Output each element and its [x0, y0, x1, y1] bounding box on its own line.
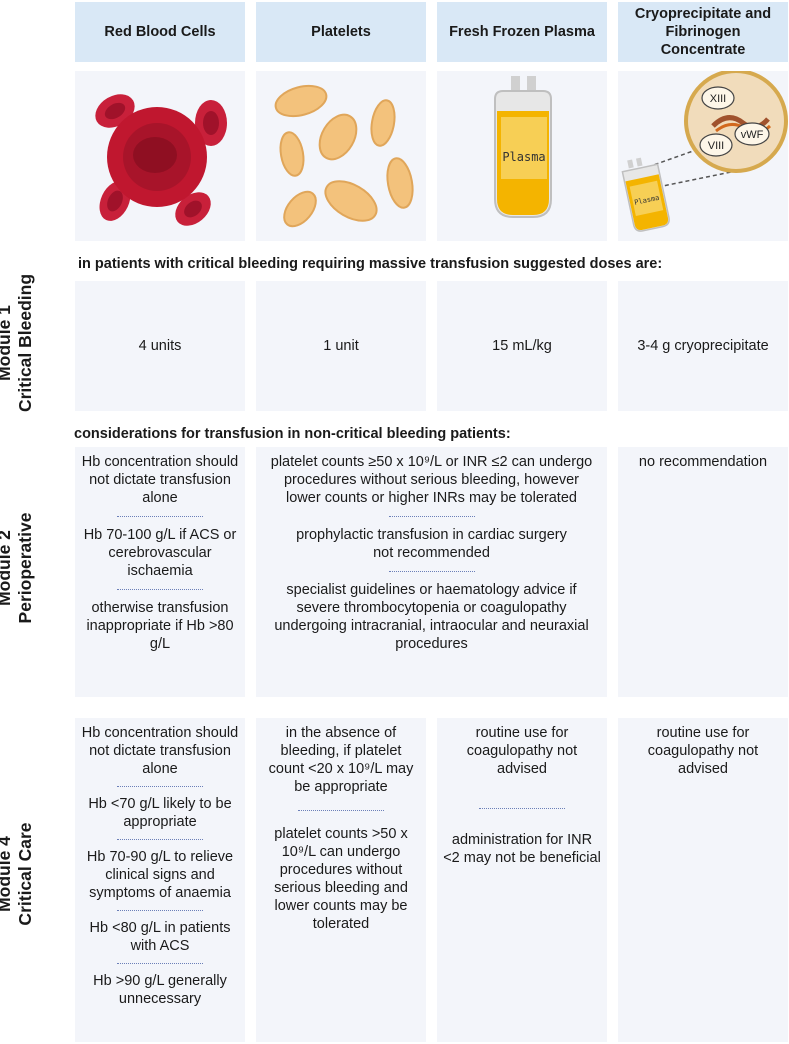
dotted-separator	[117, 786, 203, 787]
column-header-platelets: Platelets	[256, 2, 426, 62]
module-1-platelets-dose: 1 unit	[256, 281, 426, 411]
module-2-rbc-item: Hb concentration should not dictate tran…	[81, 454, 239, 506]
module-1-intro: in patients with critical bleeding requi…	[78, 256, 663, 272]
plasma-bag-label: Plasma	[502, 150, 545, 164]
module-4-rbc-item: Hb >90 g/L generally unnecessary	[93, 973, 227, 1007]
platelets-illustration	[256, 71, 426, 241]
module-2-number: Module 2	[0, 530, 14, 606]
module-4-rbc-item: Hb <80 g/L in patients with ACS	[89, 920, 231, 954]
dotted-separator	[117, 516, 203, 517]
module-4-title: Critical Care	[15, 822, 35, 926]
dotted-separator	[388, 516, 475, 517]
module-1-cryo-dose: 3-4 g cryoprecipitate	[618, 281, 788, 411]
module-4-ffp-item: routine use for coagulopathy not advised	[466, 725, 578, 777]
module-2-platelets-item: prophylactic transfusion in cardiac surg…	[296, 527, 567, 561]
module-2-label: Module 2 Perioperative	[0, 513, 85, 624]
factor-vwf-label: vWF	[741, 129, 764, 141]
column-header-ffp: Fresh Frozen Plasma	[437, 2, 607, 62]
module-2-rbc-item: Hb 70-100 g/L if ACS or cerebrovascular …	[83, 527, 237, 579]
module-1-rbc-dose: 4 units	[75, 281, 245, 411]
module-4-platelets-item: platelet counts >50 x 10⁹/L can undergo …	[274, 826, 408, 932]
module-4-cryo-cell: routine use for coagulopathy not advised	[618, 718, 788, 1042]
column-header-rbc: Red Blood Cells	[75, 2, 245, 62]
dotted-separator	[117, 963, 203, 964]
module-2-rbc-cell: Hb concentration should not dictate tran…	[75, 447, 245, 697]
module-4-rbc-item: Hb concentration should not dictate tran…	[81, 725, 239, 777]
module-4-cryo-text: routine use for coagulopathy not advised	[647, 725, 759, 777]
module-4-ffp-cell: routine use for coagulopathy not advised…	[437, 718, 607, 1042]
module-2-platelets-item: platelet counts ≥50 x 10⁹/L or INR ≤2 ca…	[270, 454, 593, 506]
dotted-separator	[117, 839, 203, 840]
module-2-cryo-cell: no recommendation	[618, 447, 788, 697]
dotted-separator	[388, 571, 475, 572]
module-2-platelets-plasma-cell: platelet counts ≥50 x 10⁹/L or INR ≤2 ca…	[256, 447, 607, 697]
module-4-label: Module 4 Critical Care	[0, 822, 80, 925]
module-4-rbc-cell: Hb concentration should not dictate tran…	[75, 718, 245, 1042]
module-4-rbc-item: Hb <70 g/L likely to be appropriate	[88, 796, 232, 830]
module-4-rbc-item: Hb 70-90 g/L to relieve clinical signs a…	[86, 849, 234, 901]
plasma-bag-illustration: Plasma	[437, 71, 607, 241]
module-4-ffp-item: administration for INR <2 may not be ben…	[443, 832, 601, 866]
module-2-rbc-item: otherwise transfusion inappropriate if H…	[86, 600, 234, 652]
dotted-separator	[298, 810, 384, 811]
module-2-platelets-item: specialist guidelines or haematology adv…	[274, 582, 589, 652]
module-2-title: Perioperative	[15, 512, 35, 624]
module-1-number: Module 1	[0, 305, 14, 381]
module-2-intro: considerations for transfusion in non-cr…	[74, 426, 511, 442]
column-header-cryo: Cryoprecipitate and Fibrinogen Concentra…	[618, 2, 788, 62]
dotted-separator	[117, 910, 203, 911]
dotted-separator	[479, 808, 565, 809]
large-rbc-icon	[107, 107, 207, 207]
rbc-illustration	[75, 71, 245, 241]
dotted-separator	[117, 589, 203, 590]
module-1-ffp-dose: 15 mL/kg	[437, 281, 607, 411]
module-1-title: Critical Bleeding	[15, 273, 35, 413]
module-4-platelets-cell: in the absence of bleeding, if platelet …	[256, 718, 426, 1042]
factor-xiii-label: XIII	[710, 93, 727, 105]
module-4-number: Module 4	[0, 836, 14, 912]
module-4-platelets-item: in the absence of bleeding, if platelet …	[268, 725, 414, 795]
factor-viii-label: VIII	[708, 140, 725, 152]
small-rbc-icon	[95, 94, 227, 226]
module-2-cryo-text: no recommendation	[638, 454, 768, 470]
cryo-illustration: XIII vWF VIII Plasma	[618, 71, 788, 241]
